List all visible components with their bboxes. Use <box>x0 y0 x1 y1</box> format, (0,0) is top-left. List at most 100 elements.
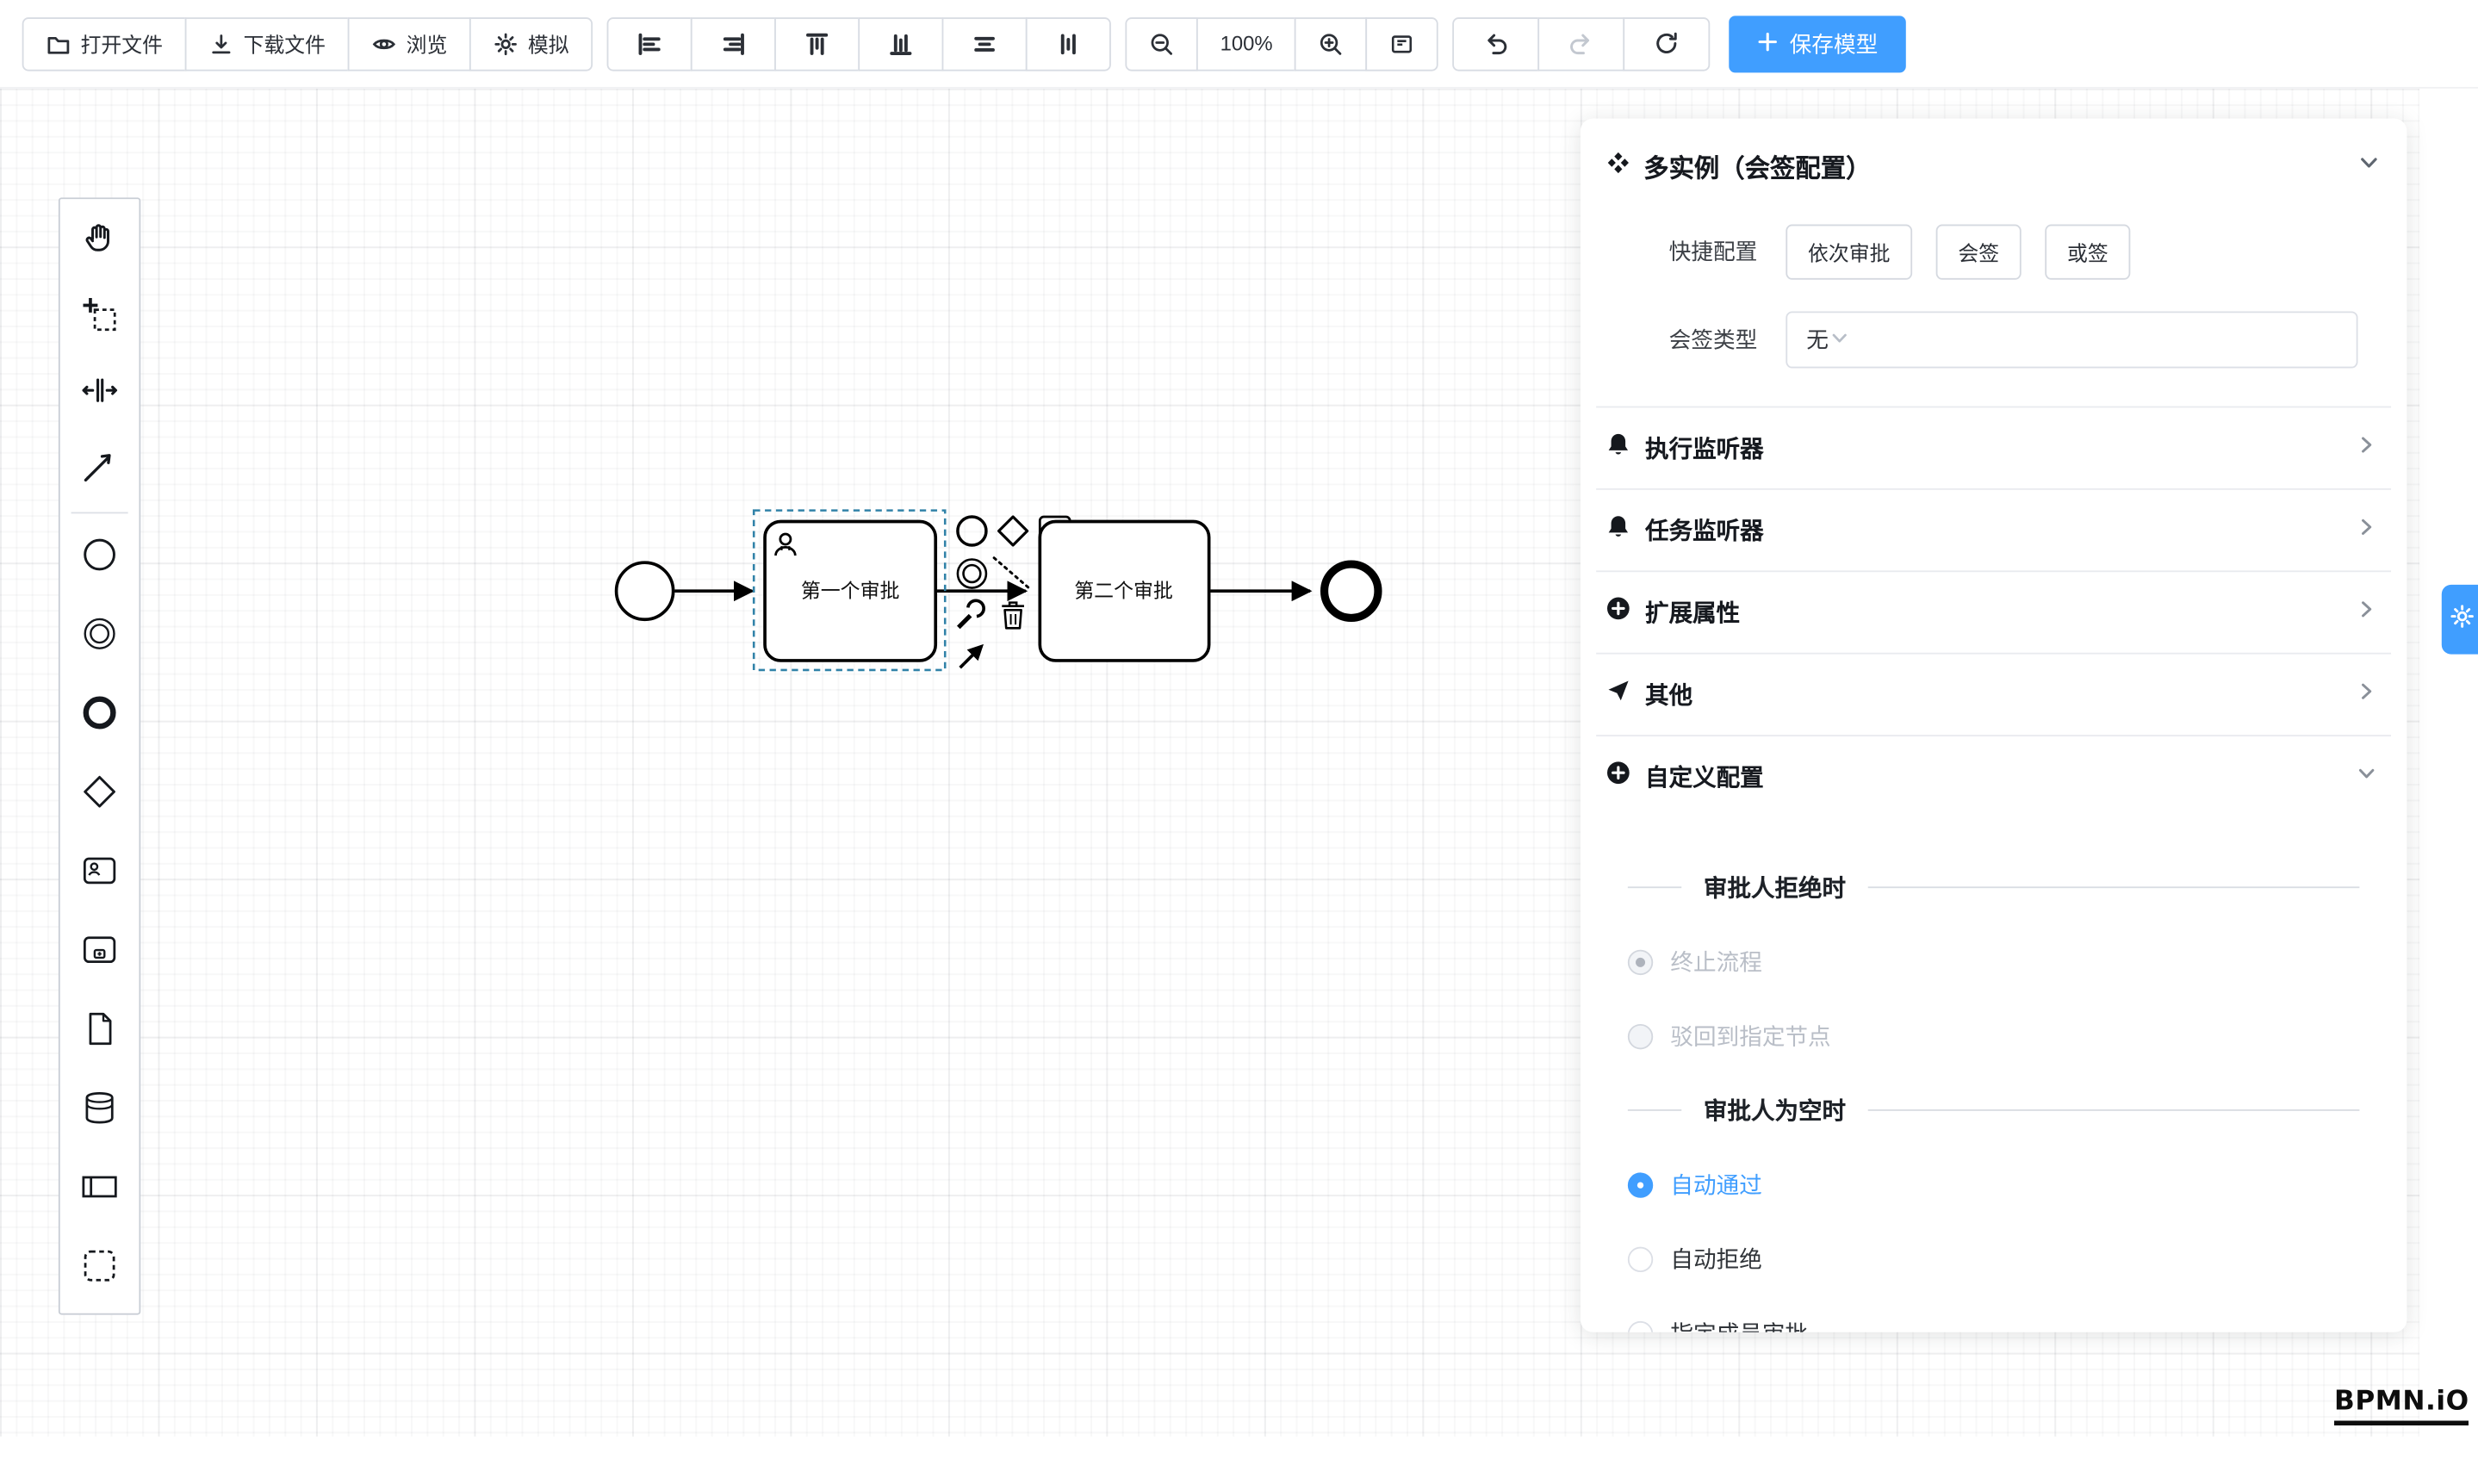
sign-type-value: 无 <box>1806 326 1829 353</box>
chevron-right-icon <box>2355 514 2379 546</box>
task-first-approval[interactable]: 第一个审批 <box>763 519 938 662</box>
row-label: 执行监听器 <box>1645 436 1764 463</box>
lasso-tool[interactable] <box>60 280 140 356</box>
row-label: 扩展属性 <box>1645 600 1741 628</box>
palette-elements-group <box>60 518 140 1308</box>
preview-button[interactable]: 浏览 <box>347 16 471 71</box>
undo-button[interactable] <box>1452 16 1540 71</box>
align-button-group <box>606 16 1111 71</box>
settings-toggle-tab[interactable] <box>2441 584 2478 655</box>
quick-option-sequential[interactable]: 依次审批 <box>1786 223 1913 279</box>
download-file-button[interactable]: 下载文件 <box>184 16 350 71</box>
space-tool[interactable] <box>60 356 140 432</box>
align-bottom-button[interactable] <box>858 16 944 71</box>
task-second-approval[interactable]: 第二个审批 <box>1038 519 1211 662</box>
create-gateway[interactable] <box>60 755 140 835</box>
download-icon <box>208 31 233 56</box>
append-gateway-icon[interactable] <box>997 515 1029 547</box>
custom-config-section: 审批人拒绝时 终止流程 驳回到指定节点 审批人为空时 自动通过 <box>1581 817 2407 1332</box>
restart-button[interactable] <box>1623 16 1711 71</box>
start-event-shape[interactable] <box>614 561 675 622</box>
chevron-down-icon <box>1829 326 1851 353</box>
zoom-out-button[interactable] <box>1125 16 1198 71</box>
radio-control[interactable] <box>1627 948 1654 975</box>
subprocess-icon <box>81 930 119 976</box>
radio-control[interactable] <box>1627 1171 1654 1197</box>
quick-option-orsign[interactable]: 或签 <box>2045 223 2131 279</box>
plus-icon <box>1758 31 1779 56</box>
row-task-listener[interactable]: 任务监听器 <box>1596 487 2392 570</box>
redo-button[interactable] <box>1537 16 1625 71</box>
align-horizontal-center-icon <box>972 31 997 56</box>
align-bottom-icon <box>888 31 913 56</box>
save-model-label: 保存模型 <box>1789 30 1879 57</box>
align-vertical-center-button[interactable] <box>1025 16 1111 71</box>
panel-header[interactable]: 多实例（会签配置） <box>1581 119 2407 195</box>
chevron-right-icon <box>2355 597 2379 629</box>
append-intermediate-event-icon[interactable] <box>956 558 988 589</box>
gear-icon <box>2450 603 2475 636</box>
radio-auto-pass[interactable]: 自动通过 <box>1627 1168 2360 1201</box>
zoom-in-button[interactable] <box>1295 16 1368 71</box>
align-top-button[interactable] <box>774 16 860 71</box>
row-extended-properties[interactable]: 扩展属性 <box>1596 570 2392 652</box>
simulate-label: 模拟 <box>527 33 569 58</box>
row-label: 其他 <box>1645 682 1693 710</box>
connect-tool-icon[interactable] <box>959 643 984 669</box>
row-label: 自定义配置 <box>1645 765 1764 792</box>
append-end-event-icon[interactable] <box>956 515 988 547</box>
open-file-button[interactable]: 打开文件 <box>22 16 187 71</box>
simulate-icon <box>494 31 519 56</box>
download-file-label: 下载文件 <box>243 33 326 58</box>
create-intermediate-event[interactable] <box>60 598 140 677</box>
row-other[interactable]: 其他 <box>1596 652 2392 735</box>
create-start-event[interactable] <box>60 518 140 598</box>
intermediate-event-icon <box>81 614 119 660</box>
simulate-button[interactable]: 模拟 <box>469 16 593 71</box>
align-vertical-center-icon <box>1056 31 1081 56</box>
create-data-store[interactable] <box>60 1071 140 1151</box>
create-data-object[interactable] <box>60 992 140 1071</box>
sign-type-select[interactable]: 无 <box>1786 311 2358 369</box>
create-participant[interactable] <box>60 1151 140 1230</box>
group-icon <box>81 1246 119 1292</box>
create-subprocess[interactable] <box>60 914 140 993</box>
selection-outline <box>752 509 947 672</box>
radio-control[interactable] <box>1627 1023 1654 1049</box>
radio-return-to-node[interactable]: 驳回到指定节点 <box>1627 1019 2360 1052</box>
align-horizontal-center-button[interactable] <box>941 16 1028 71</box>
connect-preview-line <box>992 556 1030 590</box>
quick-config-row: 快捷配置 依次审批 会签 或签 <box>1605 220 2382 283</box>
multi-instance-icon <box>1605 149 1630 183</box>
delete-icon[interactable] <box>1002 601 1024 630</box>
hand-tool[interactable] <box>60 204 140 280</box>
radio-control[interactable] <box>1627 1245 1654 1272</box>
space-tool-icon <box>81 370 119 416</box>
radio-assign-member[interactable]: 指定成员审批 <box>1627 1316 2360 1332</box>
align-right-button[interactable] <box>690 16 777 71</box>
preview-label: 浏览 <box>406 33 448 58</box>
radio-control[interactable] <box>1627 1319 1654 1332</box>
quick-option-countersign[interactable]: 会签 <box>1935 223 2022 279</box>
row-custom-config[interactable]: 自定义配置 <box>1596 735 2392 817</box>
global-connect-tool[interactable] <box>60 432 140 507</box>
end-event-shape[interactable] <box>1320 560 1382 623</box>
zoom-level-button[interactable]: 100% <box>1196 16 1297 71</box>
save-model-button[interactable]: 保存模型 <box>1729 15 1907 72</box>
create-end-event[interactable] <box>60 676 140 755</box>
create-user-task[interactable] <box>60 835 140 914</box>
radio-terminate-process[interactable]: 终止流程 <box>1627 945 2360 978</box>
create-group[interactable] <box>60 1229 140 1308</box>
radio-auto-reject[interactable]: 自动拒绝 <box>1627 1242 2360 1276</box>
replace-tool-icon[interactable] <box>957 599 985 630</box>
row-execution-listener[interactable]: 执行监听器 <box>1596 406 2392 488</box>
zoom-reset-icon <box>1389 31 1414 56</box>
zoom-reset-button[interactable] <box>1365 16 1439 71</box>
bell-icon <box>1605 432 1630 465</box>
radio-label: 自动拒绝 <box>1670 1248 1762 1274</box>
chevron-right-icon <box>2355 432 2379 464</box>
folder-open-icon <box>46 31 71 56</box>
bpmn-io-logo[interactable]: BPMN.iO <box>2334 1386 2469 1426</box>
chevron-down-icon[interactable] <box>2357 149 2382 183</box>
align-left-button[interactable] <box>606 16 692 71</box>
